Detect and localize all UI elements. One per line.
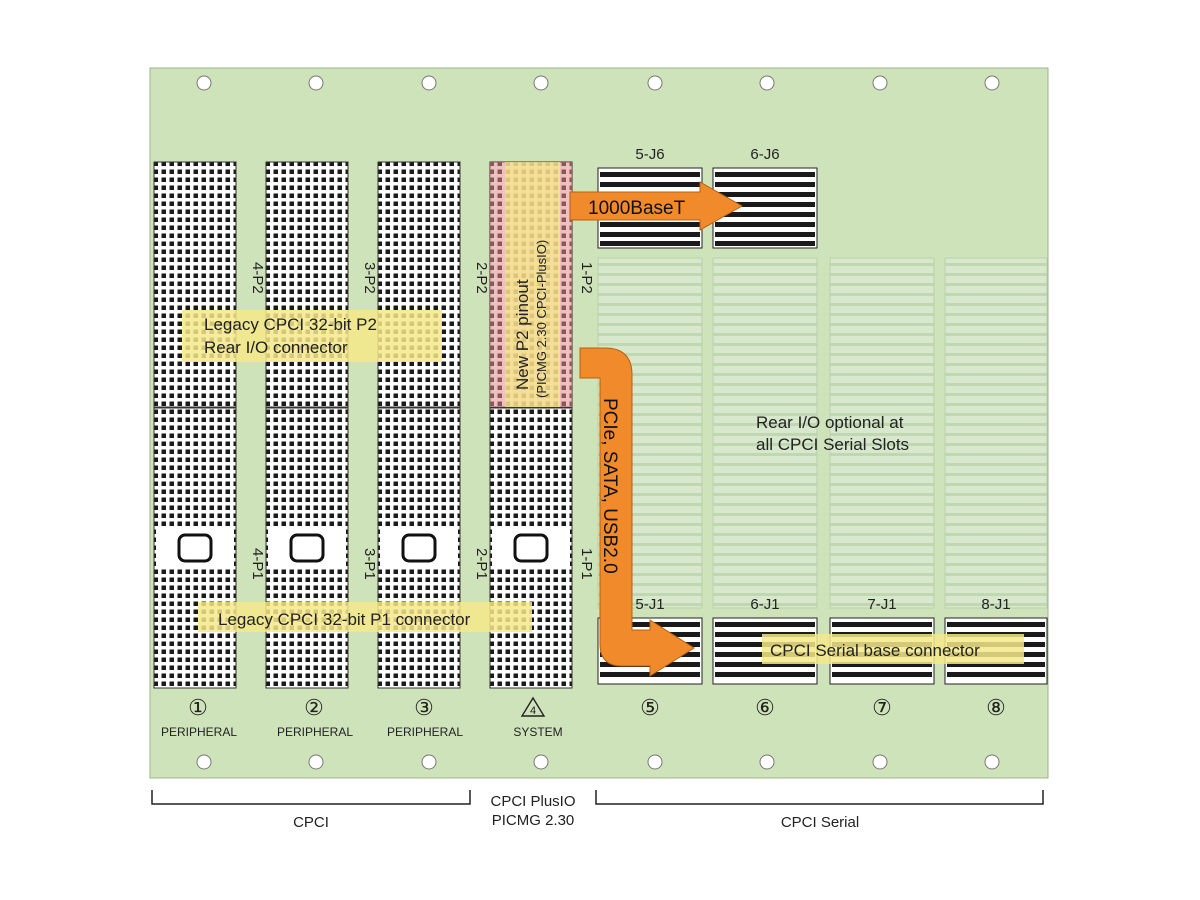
slot-role-4: SYSTEM [513,725,562,739]
new-p2-line2: (PICMG 2.30 CPCI-PlusIO) [534,240,549,398]
group-cpci: CPCI [293,814,329,831]
ethernet-arrow-label: 1000BaseT [588,198,686,219]
slot4-p1-label: 1-P1 [578,548,595,580]
label-5-j1: 5-J1 [635,596,664,613]
label-6-j1: 6-J1 [750,596,779,613]
legacy-p2-line1: Legacy CPCI 32-bit P2 [204,315,377,334]
slot1-p2-connector [153,161,237,408]
slot2-p2-connector [265,161,349,408]
slot-number-8: ⑧ [986,695,1006,720]
serial-base-callout: CPCI Serial base connector [762,634,1024,664]
slot-numbers: ① ② ③ 4 ⑤ ⑥ ⑦ ⑧ PERIPHERAL PERIPHERAL PE… [161,695,1006,739]
slot-role-3: PERIPHERAL [387,725,463,739]
slot3-p2-connector [377,161,461,408]
slot1-p2-label: 4-P2 [249,262,266,294]
new-p2-callout: New P2 pinout (PICMG 2.30 CPCI-PlusIO) [513,240,549,398]
connector-labels: 4-P2 4-P1 3-P2 3-P1 2-P2 2-P1 1-P2 1-P1 [249,262,595,580]
group-labels: CPCI CPCI PlusIO PICMG 2.30 CPCI Serial [293,793,859,831]
slot-number-5: ⑤ [640,695,660,720]
slot-number-4: 4 [530,705,536,717]
ethernet-arrow: 1000BaseT [569,181,744,231]
slot-number-1: ① [188,695,208,720]
label-8-j1: 8-J1 [981,596,1010,613]
group-plusio-line2: PICMG 2.30 [492,812,575,829]
slot-number-6: ⑥ [755,695,775,720]
rear-io-callout: Rear I/O optional at all CPCI Serial Slo… [756,413,909,454]
rear-io-area [597,257,1048,609]
group-plusio-line1: CPCI PlusIO [490,793,575,810]
slot1-p1-label: 4-P1 [249,548,266,580]
label-7-j1: 7-J1 [867,596,896,613]
slot-number-2: ② [304,695,324,720]
mounting-holes [196,75,1000,770]
legacy-p2-line2: Rear I/O connector [204,338,348,357]
legacy-p2-callout: Legacy CPCI 32-bit P2 Rear I/O connector [182,310,442,362]
slot4-p2-label: 1-P2 [578,262,595,294]
pcie-arrow-label: PCIe, SATA, USB2.0 [599,398,620,574]
slot-number-3: ③ [414,695,434,720]
slot-role-1: PERIPHERAL [161,725,237,739]
legacy-p1-callout: Legacy CPCI 32-bit P1 connector [198,602,532,632]
slot2-p1-label: 3-P1 [361,548,378,580]
legacy-p1-label: Legacy CPCI 32-bit P1 connector [218,610,471,629]
rear-io-line2: all CPCI Serial Slots [756,435,909,454]
slot-role-2: PERIPHERAL [277,725,353,739]
slot-number-7: ⑦ [872,695,892,720]
serial-base-label: CPCI Serial base connector [770,641,980,660]
rear-io-line1: Rear I/O optional at [756,413,904,432]
pcie-arrow: PCIe, SATA, USB2.0 [579,347,695,677]
slot2-p2-label: 3-P2 [361,262,378,294]
system-slot-triangle-icon [520,696,546,717]
label-6-j6: 6-J6 [750,146,779,163]
slot3-p2-label: 2-P2 [473,262,490,294]
label-5-j6: 5-J6 [635,146,664,163]
connector-keys [156,528,570,568]
group-brackets [151,790,1044,805]
connector-6-j6 [712,167,818,249]
new-p2-line1: New P2 pinout [513,279,532,390]
slot3-p1-label: 2-P1 [473,548,490,580]
group-serial: CPCI Serial [781,814,859,831]
